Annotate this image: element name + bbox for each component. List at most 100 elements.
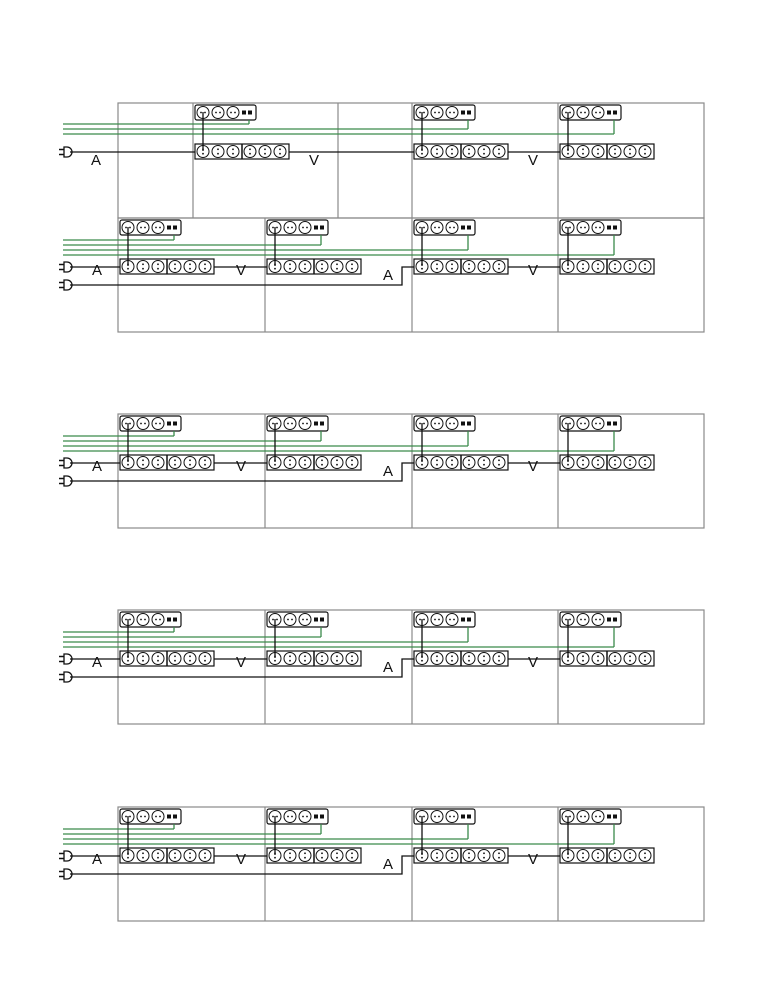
socket-pin: [468, 659, 470, 662]
socket-icon: [430, 260, 444, 273]
socket-pin: [189, 856, 191, 859]
socket-pin: [155, 422, 157, 425]
socket-pin: [204, 263, 206, 266]
socket-pin: [189, 659, 191, 662]
socket-pin: [595, 111, 597, 114]
socket-pin: [204, 856, 206, 859]
socket-pin: [272, 815, 274, 818]
socket-pin: [127, 267, 129, 270]
switch-icon: [467, 814, 471, 819]
switch-icon: [607, 225, 611, 230]
socket-pin: [614, 152, 616, 155]
small-power-strip: [559, 219, 622, 236]
socket-icon: [492, 145, 506, 158]
socket-icon: [591, 106, 605, 119]
socket-pin: [582, 463, 584, 466]
socket-pin: [498, 856, 500, 859]
socket-pin: [584, 815, 586, 818]
socket-pin: [468, 655, 470, 658]
socket-pin: [249, 148, 251, 151]
socket-pin: [453, 815, 455, 818]
socket-pin: [565, 422, 567, 425]
socket-pin: [321, 463, 323, 466]
feed-wire-b: [70, 462, 414, 482]
socket-icon: [492, 260, 506, 273]
socket-pin: [204, 267, 206, 270]
socket-pin: [279, 152, 281, 155]
socket-pin: [336, 267, 338, 270]
main-power-strip: [559, 258, 655, 275]
socket-icon: [623, 849, 637, 862]
label-v: V: [309, 152, 319, 169]
socket-pin: [321, 856, 323, 859]
socket-pin: [582, 659, 584, 662]
socket-icon: [330, 652, 344, 665]
socket-pin: [421, 152, 423, 155]
switch-icon: [242, 110, 246, 115]
switch-icon: [167, 814, 171, 819]
socket-icon: [183, 652, 197, 665]
socket-icon: [198, 456, 212, 469]
socket-pin: [569, 111, 571, 114]
socket-pin: [644, 267, 646, 270]
label-v: V: [528, 262, 538, 279]
socket-pin: [304, 655, 306, 658]
socket-pin: [204, 459, 206, 462]
socket-pin: [144, 422, 146, 425]
socket-icon: [315, 849, 329, 862]
socket-icon: [345, 260, 359, 273]
socket-pin: [232, 152, 234, 155]
socket-pin: [614, 459, 616, 462]
socket-pin: [597, 148, 599, 151]
socket-pin: [291, 226, 293, 229]
socket-icon: [462, 456, 476, 469]
socket-icon: [576, 849, 590, 862]
socket-pin: [451, 463, 453, 466]
socket-pin: [453, 618, 455, 621]
socket-pin: [321, 852, 323, 855]
socket-pin: [580, 226, 582, 229]
socket-icon: [492, 456, 506, 469]
label-v: V: [528, 654, 538, 671]
socket-pin: [142, 263, 144, 266]
socket-icon: [283, 260, 297, 273]
strip-body: [119, 415, 182, 432]
socket-pin: [597, 263, 599, 266]
socket-pin: [614, 659, 616, 662]
socket-icon: [477, 652, 491, 665]
socket-pin: [423, 422, 425, 425]
socket-pin: [580, 618, 582, 621]
socket-pin: [287, 815, 289, 818]
socket-pin: [436, 463, 438, 466]
socket-pin: [174, 655, 176, 658]
strip-body: [194, 104, 257, 121]
socket-icon: [283, 849, 297, 862]
socket-pin: [274, 856, 276, 859]
socket-pin: [264, 152, 266, 155]
socket-pin: [498, 852, 500, 855]
plug-icon: [59, 146, 73, 158]
socket-pin: [336, 263, 338, 266]
socket-pin: [423, 226, 425, 229]
socket-pin: [129, 815, 131, 818]
switch-icon: [320, 814, 324, 819]
switch-icon: [607, 110, 611, 115]
socket-pin: [595, 422, 597, 425]
socket-pin: [584, 111, 586, 114]
socket-pin: [336, 856, 338, 859]
small-power-strip: [194, 104, 257, 121]
plug-body: [63, 261, 73, 273]
socket-pin: [289, 856, 291, 859]
socket-pin: [289, 852, 291, 855]
socket-icon: [445, 613, 459, 626]
socket-pin: [567, 856, 569, 859]
socket-pin: [498, 463, 500, 466]
socket-pin: [451, 655, 453, 658]
socket-pin: [127, 659, 129, 662]
socket-pin: [421, 659, 423, 662]
socket-pin: [204, 655, 206, 658]
small-power-strip: [413, 611, 476, 628]
socket-pin: [159, 422, 161, 425]
socket-pin: [644, 263, 646, 266]
socket-pin: [629, 459, 631, 462]
